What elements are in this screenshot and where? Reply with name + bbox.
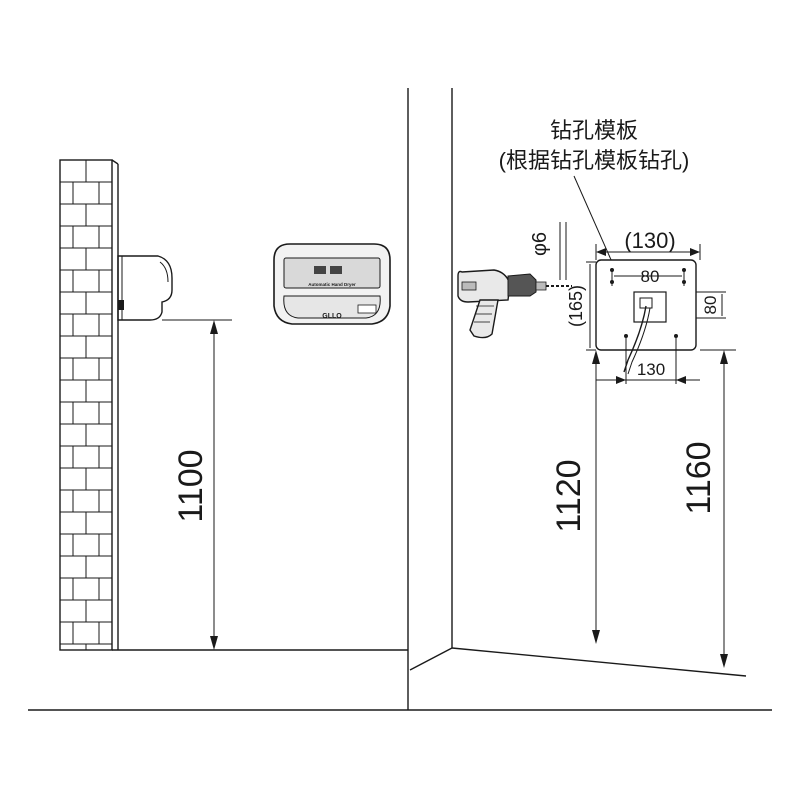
dimension-1120: 1120 (550, 350, 600, 644)
dryer-brand-logo: GLLO (322, 313, 342, 320)
dim-phi6-label: φ6 (529, 232, 551, 256)
dimension-1100: 1100 (162, 319, 232, 650)
template-subtitle: (根据钻孔模板钻孔) (499, 148, 690, 173)
dim-165-label: (165) (566, 285, 586, 327)
electric-drill-icon (457, 269, 572, 339)
template-label-group: 钻孔模板 (根据钻孔模板钻孔) (499, 118, 690, 263)
floor-edge-line (451, 647, 747, 677)
dimension-80-vertical: 80 (696, 291, 726, 319)
dim-130-bottom-label: 130 (637, 360, 665, 379)
dryer-caption: Automatic Hand Dryer (308, 282, 356, 287)
dimension-drill-diameter: φ6 (529, 222, 567, 280)
dim-1160-label: 1160 (680, 441, 718, 514)
hand-dryer-front-view: Automatic Hand Dryer GLLO (273, 243, 391, 325)
dim-130-top-label: (130) (624, 228, 675, 253)
dimension-130-top: (130) (595, 228, 701, 260)
template-title: 钻孔模板 (550, 118, 638, 143)
drilling-template-plate (595, 259, 697, 375)
floor-corner-line (409, 647, 453, 671)
dimension-130-bottom: 130 (596, 338, 700, 384)
dimension-1160: 1160 (680, 349, 736, 668)
brick-wall (59, 159, 119, 651)
dim-1100-label: 1100 (172, 449, 210, 522)
template-leader-line (573, 175, 613, 263)
dim-1120-label: 1120 (550, 459, 588, 532)
dimension-80-horizontal: 80 (611, 267, 685, 286)
dimension-165: (165) (566, 261, 596, 351)
hand-dryer-side-view (117, 255, 173, 321)
room-outline (28, 88, 772, 711)
dim-80-horizontal-label: 80 (641, 267, 660, 286)
dim-80-vertical-label: 80 (701, 296, 720, 315)
